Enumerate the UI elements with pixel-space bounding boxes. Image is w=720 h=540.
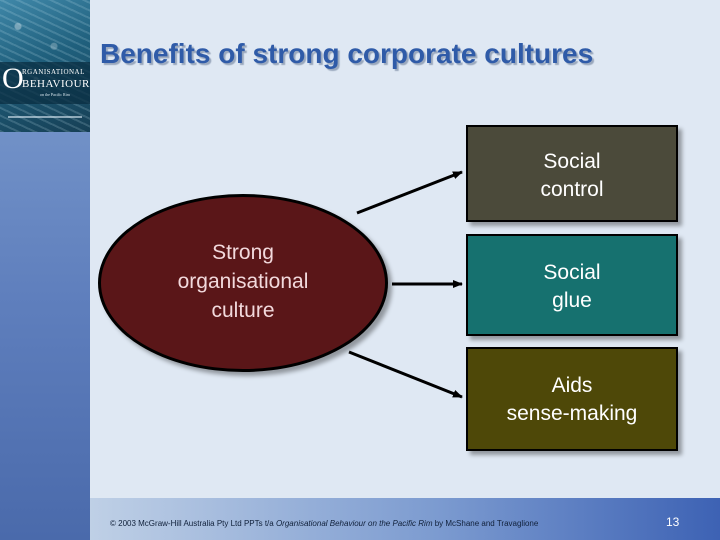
book-cover-image: O RGANISATIONAL BEHAVIOUR on the Pacific… xyxy=(0,0,90,132)
cover-rule xyxy=(8,116,82,118)
benefit-label-line1: Social xyxy=(543,150,601,173)
benefit-label-line2: control xyxy=(540,178,604,201)
cover-title-line1: RGANISATIONAL xyxy=(22,68,85,76)
benefit-label-line1: Social xyxy=(543,261,601,284)
slide-title: Benefits of strong corporate cultures xyxy=(100,38,594,69)
center-label-line3: culture xyxy=(211,299,275,322)
copyright-text: © 2003 McGraw-Hill Australia Pty Ltd PPT… xyxy=(110,519,276,528)
center-label-line2: organisational xyxy=(177,270,309,293)
footer-copyright: © 2003 McGraw-Hill Australia Pty Ltd PPT… xyxy=(110,519,538,528)
benefit-label-line1: Aids xyxy=(551,374,593,397)
benefit-box-social-glue: Social glue xyxy=(466,234,678,336)
book-title-text: Organisational Behaviour on the Pacific … xyxy=(275,519,433,528)
cover-title-line2: BEHAVIOUR xyxy=(22,78,90,90)
strong-culture-label: Strong organisational culture xyxy=(140,238,346,325)
center-label-line1: Strong xyxy=(212,241,274,264)
cover-subtitle: on the Pacific Rim xyxy=(40,92,70,97)
benefit-box-sense-making: Aids sense-making xyxy=(466,347,678,451)
benefit-label-line2: sense-making xyxy=(506,402,638,425)
benefit-label-line2: glue xyxy=(552,289,592,312)
authors-text: by McShane and Travaglione xyxy=(432,519,539,528)
cover-initial: O xyxy=(2,62,24,95)
arrow-to-sense-making xyxy=(348,350,463,399)
strong-culture-oval xyxy=(98,194,388,372)
benefit-label: Aids sense-making xyxy=(468,372,676,428)
benefit-box-social-control: Social control xyxy=(466,125,678,222)
page-number: 13 xyxy=(666,515,680,529)
benefit-label: Social glue xyxy=(468,259,676,315)
benefit-label: Social control xyxy=(468,148,676,204)
footer-bar xyxy=(90,498,720,540)
cover-title-band xyxy=(0,62,90,104)
arrow-to-social-control xyxy=(356,170,463,215)
